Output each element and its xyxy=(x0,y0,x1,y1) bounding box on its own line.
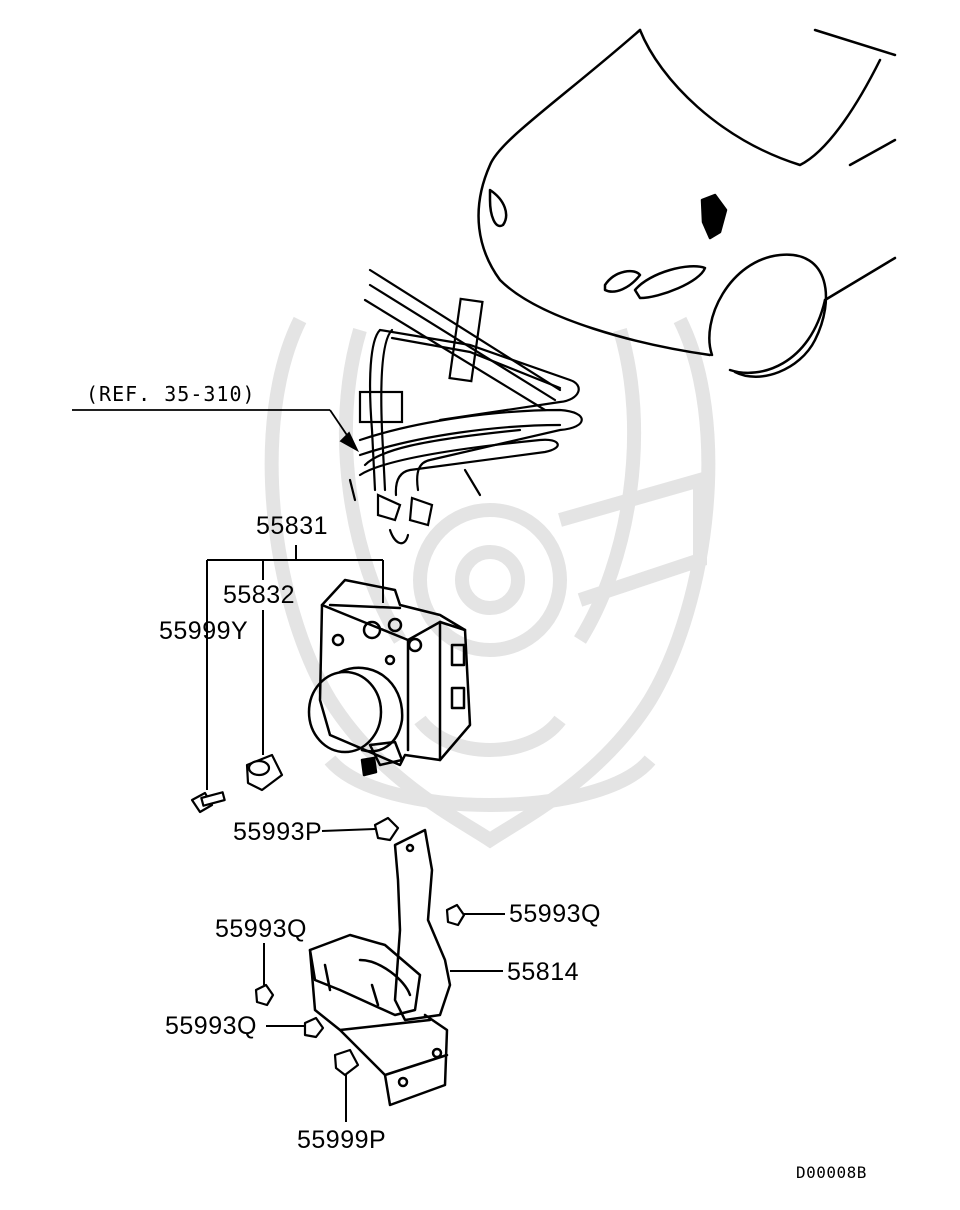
watermark-emblem xyxy=(264,316,716,849)
part-label-55993Q-top[interactable]: 55993Q xyxy=(215,915,307,943)
reference-label: (REF. 35-310) xyxy=(86,382,256,406)
part-label-55814[interactable]: 55814 xyxy=(507,958,580,986)
part-label-55999P[interactable]: 55999P xyxy=(297,1126,387,1154)
fasteners xyxy=(190,753,466,1077)
mounting-bracket xyxy=(308,828,452,1107)
part-label-55831[interactable]: 55831 xyxy=(256,512,329,540)
vehicle-outline xyxy=(477,28,897,378)
abs-unit xyxy=(307,578,472,777)
brake-lines xyxy=(348,268,583,545)
part-label-55999Y[interactable]: 55999Y xyxy=(159,617,249,645)
part-label-55993Q-left[interactable]: 55993Q xyxy=(165,1012,257,1040)
part-label-55993P[interactable]: 55993P xyxy=(233,818,323,846)
part-label-55993Q-right[interactable]: 55993Q xyxy=(509,900,601,928)
callout-lines xyxy=(206,545,505,1122)
part-label-55832[interactable]: 55832 xyxy=(223,581,296,609)
reference-leader xyxy=(72,409,360,453)
drawing-code: D00008B xyxy=(796,1163,867,1182)
